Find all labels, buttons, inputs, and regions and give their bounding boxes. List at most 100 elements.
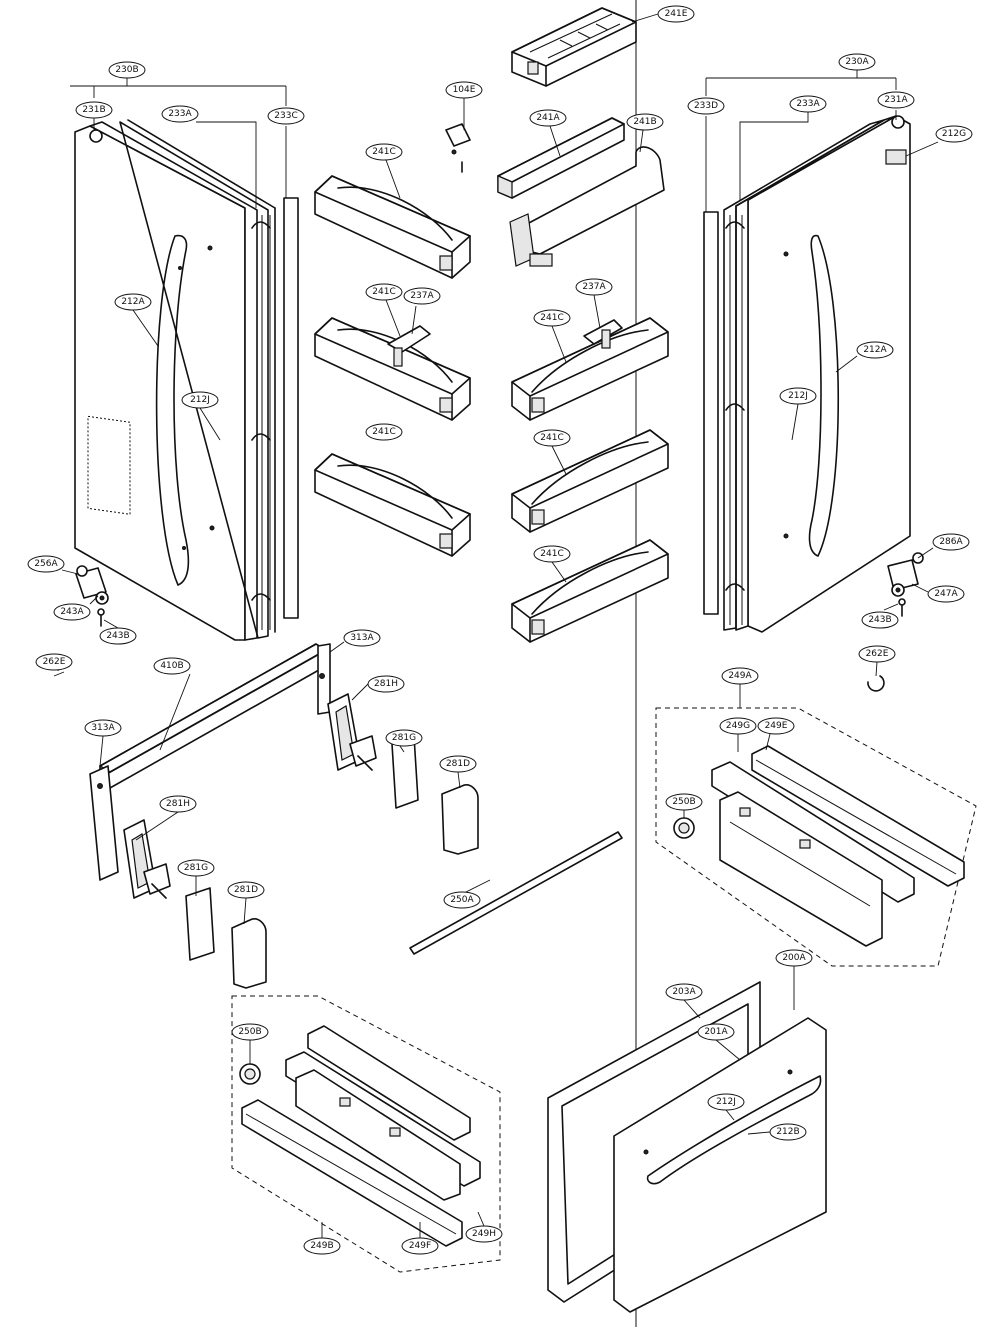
callout-241b: 241B <box>626 113 664 131</box>
callout-243a: 243A <box>53 603 91 621</box>
svg-text:231A: 231A <box>884 95 908 105</box>
svg-text:281H: 281H <box>166 799 190 809</box>
callout-250b-left: 250B <box>231 1023 269 1041</box>
callout-249b: 249B <box>303 1237 341 1255</box>
svg-text:250A: 250A <box>450 895 474 905</box>
svg-text:256A: 256A <box>34 559 58 569</box>
callout-212a-left: 212A <box>114 293 152 311</box>
svg-text:212A: 212A <box>863 345 887 355</box>
svg-text:243B: 243B <box>106 631 129 641</box>
callout-212j-left: 212J <box>181 391 219 409</box>
callout-286a: 286A <box>932 533 970 551</box>
callout-410b: 410B <box>153 657 191 675</box>
svg-text:313A: 313A <box>350 633 374 643</box>
callout-241c-5: 241C <box>533 429 571 447</box>
callout-250b-right: 250B <box>665 793 703 811</box>
svg-text:233A: 233A <box>796 99 820 109</box>
svg-text:247A: 247A <box>934 589 958 599</box>
callout-256a: 256A <box>27 555 65 573</box>
svg-text:241A: 241A <box>536 113 560 123</box>
svg-text:212B: 212B <box>776 1127 799 1137</box>
callout-247a: 247A <box>927 585 965 603</box>
svg-text:249A: 249A <box>728 671 752 681</box>
svg-text:249G: 249G <box>726 721 750 731</box>
svg-text:249E: 249E <box>765 721 788 731</box>
callout-241c-3: 241C <box>533 309 571 327</box>
callout-243b-left: 243B <box>99 627 137 645</box>
svg-text:241C: 241C <box>372 147 395 157</box>
svg-text:233D: 233D <box>694 101 718 111</box>
svg-text:281G: 281G <box>392 733 416 743</box>
door-bin-left-2 <box>314 317 471 421</box>
callout-230b: 230B <box>108 61 146 79</box>
rail-assembly-249b <box>231 995 501 1273</box>
dairy-bin-241e <box>511 7 637 87</box>
svg-text:104E: 104E <box>453 85 476 95</box>
callout-231b: 231B <box>75 101 113 119</box>
callout-249h: 249H <box>465 1225 503 1243</box>
rail-assembly-249a <box>655 707 977 967</box>
svg-text:230A: 230A <box>845 57 869 67</box>
callout-231a: 231A <box>877 91 915 109</box>
svg-text:237A: 237A <box>410 291 434 301</box>
svg-text:233A: 233A <box>168 109 192 119</box>
left-door-assembly <box>74 119 299 641</box>
callout-281g-bottom: 281G <box>177 859 215 877</box>
svg-text:200A: 200A <box>782 953 806 963</box>
callout-212g: 212G <box>935 125 973 143</box>
callout-281h-top: 281H <box>367 675 405 693</box>
callout-241c-4: 241C <box>365 423 403 441</box>
hinge-lower-281h <box>123 819 171 899</box>
left-lower-hinge <box>75 565 109 627</box>
svg-text:243B: 243B <box>868 615 891 625</box>
svg-text:281D: 281D <box>234 885 258 895</box>
callout-237a-left: 237A <box>403 287 441 305</box>
svg-text:241B: 241B <box>633 117 656 127</box>
svg-text:203A: 203A <box>672 987 696 997</box>
svg-text:281H: 281H <box>374 679 398 689</box>
svg-text:281D: 281D <box>446 759 470 769</box>
svg-text:233C: 233C <box>274 111 297 121</box>
leader-lines <box>53 13 939 1238</box>
cover-281g-bottom <box>185 887 215 961</box>
callout-233a-right: 233A <box>789 95 827 113</box>
callout-104e: 104E <box>445 81 483 99</box>
svg-text:212J: 212J <box>788 391 808 401</box>
door-bin-right-3 <box>511 539 669 643</box>
svg-text:249F: 249F <box>409 1241 431 1251</box>
callout-281h-bottom: 281H <box>159 795 197 813</box>
cover-281d-bottom <box>231 918 267 989</box>
bin-frame-241b <box>509 146 665 267</box>
svg-text:249B: 249B <box>310 1241 333 1251</box>
door-bin-left-1 <box>314 175 471 279</box>
callout-237a-right: 237A <box>575 278 613 296</box>
callout-labels: 230B 231B 233A 233C 104E 241E 241A 241B … <box>27 5 973 1255</box>
callout-249e: 249E <box>757 717 795 735</box>
callout-243b-right: 243B <box>861 611 899 629</box>
cover-281g-top <box>391 735 419 809</box>
callout-241c-2: 241C <box>365 283 403 301</box>
callout-241e: 241E <box>657 5 695 23</box>
callout-250a: 250A <box>443 891 481 909</box>
svg-text:241E: 241E <box>665 9 688 19</box>
svg-text:241C: 241C <box>540 313 563 323</box>
callout-212j-drawer: 212J <box>707 1093 745 1111</box>
svg-text:231B: 231B <box>82 105 105 115</box>
bin-cover-241a <box>497 117 625 199</box>
callout-241a: 241A <box>529 109 567 127</box>
svg-text:212J: 212J <box>190 395 210 405</box>
svg-text:230B: 230B <box>115 65 138 75</box>
callout-262e-right: 262E <box>858 645 896 663</box>
callout-249a: 249A <box>721 667 759 685</box>
clip-104e <box>445 123 471 173</box>
svg-text:241C: 241C <box>540 549 563 559</box>
callout-233d: 233D <box>687 97 725 115</box>
svg-text:201A: 201A <box>704 1027 728 1037</box>
callout-262e-left: 262E <box>35 653 73 671</box>
svg-text:243A: 243A <box>60 607 84 617</box>
callout-241c-1: 241C <box>365 143 403 161</box>
drawer-door-assembly <box>547 981 827 1313</box>
svg-text:313A: 313A <box>91 723 115 733</box>
svg-text:212A: 212A <box>121 297 145 307</box>
